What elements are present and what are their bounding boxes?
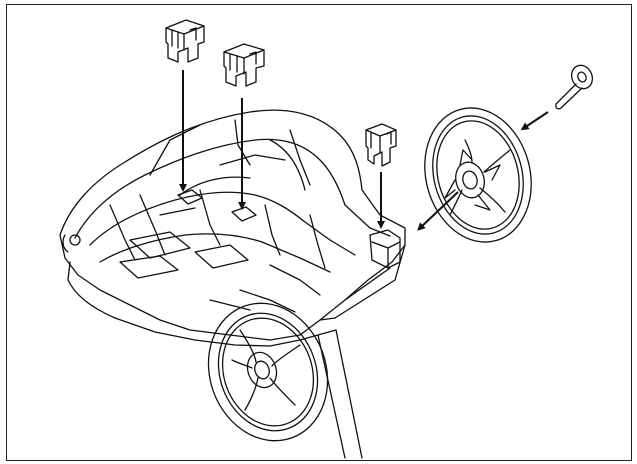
axle-pin [555,64,594,110]
rear-wheel-left [207,302,329,442]
wheel-clip-3 [365,123,397,167]
assembly-arrows [179,70,549,231]
rear-wheel-right [424,107,532,243]
wheel-clip-2 [223,43,265,87]
arrow-wheel [417,191,459,231]
carry-handle [317,329,363,459]
vacuum-body [59,109,406,347]
wheel-clip-1 [165,19,205,63]
arrow-axle-pin [520,111,549,131]
